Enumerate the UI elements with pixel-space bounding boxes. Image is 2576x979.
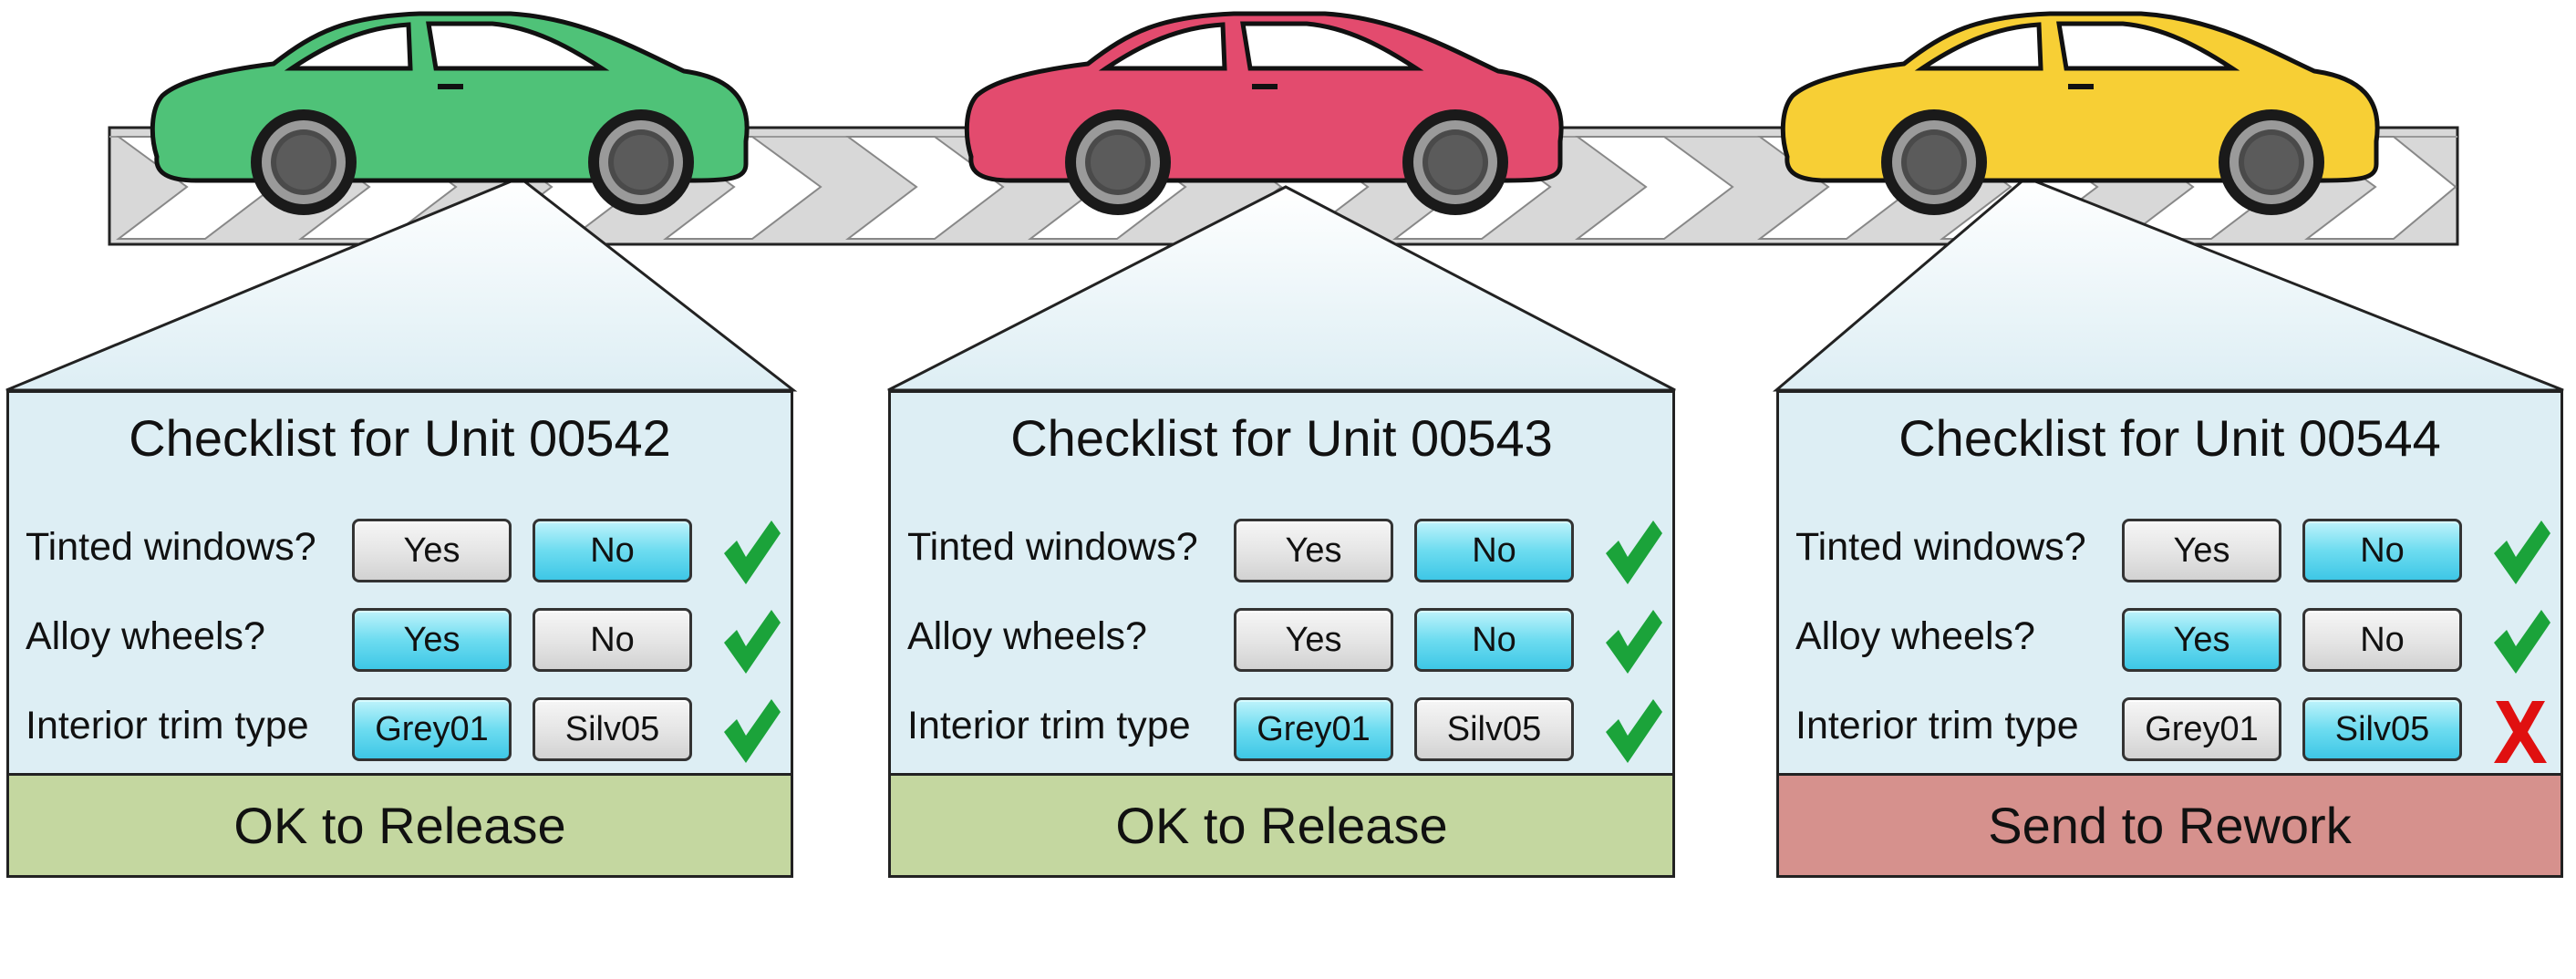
- checklist-item-label: Alloy wheels?: [907, 614, 1147, 658]
- option-button[interactable]: No: [533, 519, 692, 582]
- option-button[interactable]: Grey01: [352, 697, 512, 761]
- check-icon: [2488, 604, 2552, 677]
- car-door-handle: [2068, 84, 2094, 89]
- check-icon: [719, 515, 782, 588]
- checklist-title: Checklist for Unit 00544: [1898, 409, 2441, 467]
- option-button[interactable]: Grey01: [2122, 697, 2281, 761]
- car-red: [964, 11, 1564, 215]
- checklist-item-label: Tinted windows?: [26, 525, 316, 569]
- check-icon: [719, 604, 782, 677]
- checklist-item-label: Tinted windows?: [1795, 525, 2086, 569]
- car-wheel: [1402, 109, 1508, 215]
- checklist-item-label: Interior trim type: [907, 704, 1191, 747]
- option-button[interactable]: Silv05: [2302, 697, 2462, 761]
- status-banner: Send to Rework: [1779, 773, 2560, 875]
- option-button[interactable]: Yes: [1234, 519, 1393, 582]
- option-button[interactable]: No: [533, 608, 692, 672]
- checklist-title: Checklist for Unit 00542: [129, 409, 671, 467]
- option-button[interactable]: Yes: [1234, 608, 1393, 672]
- car-rear-window: [426, 21, 610, 71]
- belt-chevron: [1574, 136, 1734, 240]
- car-wheel: [2219, 109, 2324, 215]
- check-icon: [719, 694, 782, 767]
- belt-chevron: [844, 136, 1005, 240]
- car-front-window: [1914, 22, 2043, 71]
- checklist-row: Tinted windows? Yes No: [26, 519, 782, 584]
- callout-wedges: [5, 176, 2564, 392]
- checklist-row: Alloy wheels? Yes No: [26, 608, 782, 674]
- car-front-window: [284, 22, 413, 71]
- checklist-item-label: Tinted windows?: [907, 525, 1198, 569]
- checklist-item-label: Interior trim type: [1795, 704, 2079, 747]
- checklist-item-label: Alloy wheels?: [26, 614, 265, 658]
- status-banner: OK to Release: [9, 773, 791, 875]
- option-button[interactable]: Yes: [2122, 519, 2281, 582]
- checklist-title: Checklist for Unit 00543: [1010, 409, 1553, 467]
- option-button[interactable]: Yes: [352, 608, 512, 672]
- cross-icon: [2488, 694, 2552, 767]
- check-icon: [2488, 515, 2552, 588]
- option-button[interactable]: Yes: [352, 519, 512, 582]
- car-rear-window: [2056, 21, 2240, 71]
- checklist-item-label: Interior trim type: [26, 704, 309, 747]
- option-button[interactable]: Silv05: [1414, 697, 1574, 761]
- status-banner: OK to Release: [891, 773, 1672, 875]
- check-icon: [1600, 694, 1664, 767]
- checklist-row: Alloy wheels? Yes No: [907, 608, 1664, 674]
- car-yellow: [1780, 11, 2380, 215]
- option-button[interactable]: Yes: [2122, 608, 2281, 672]
- car-wheel: [588, 109, 694, 215]
- checklist-row: Interior trim type Grey01 Silv05: [1795, 697, 2552, 763]
- car-wheel: [1065, 109, 1171, 215]
- option-button[interactable]: No: [1414, 608, 1574, 672]
- car-door-handle: [438, 84, 463, 89]
- car-wheel: [251, 109, 357, 215]
- checklist-row: Interior trim type Grey01 Silv05: [26, 697, 782, 763]
- checklist-row: Interior trim type Grey01 Silv05: [907, 697, 1664, 763]
- car-door-handle: [1252, 84, 1278, 89]
- option-button[interactable]: No: [1414, 519, 1574, 582]
- option-button[interactable]: No: [2302, 519, 2462, 582]
- checklist-row: Tinted windows? Yes No: [907, 519, 1664, 584]
- checklist-row: Alloy wheels? Yes No: [1795, 608, 2552, 674]
- car-green: [150, 11, 750, 215]
- checklist-item-label: Alloy wheels?: [1795, 614, 2035, 658]
- car-front-window: [1098, 22, 1227, 71]
- car-rear-window: [1240, 21, 1424, 71]
- check-icon: [1600, 515, 1664, 588]
- option-button[interactable]: Silv05: [533, 697, 692, 761]
- check-icon: [1600, 604, 1664, 677]
- car-wheel: [1881, 109, 1987, 215]
- option-button[interactable]: No: [2302, 608, 2462, 672]
- option-button[interactable]: Grey01: [1234, 697, 1393, 761]
- checklist-row: Tinted windows? Yes No: [1795, 519, 2552, 584]
